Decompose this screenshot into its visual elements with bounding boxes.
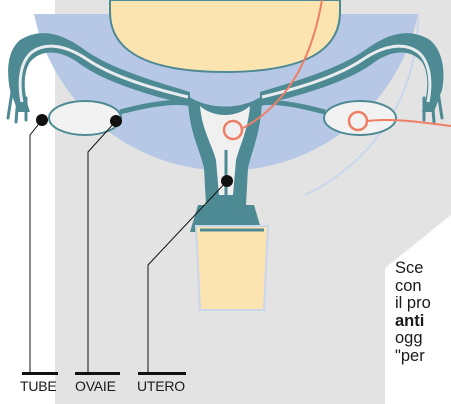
caption-line: il pro (395, 295, 431, 313)
ovary-left (49, 101, 121, 135)
caption-line: Sce (395, 260, 431, 278)
caption-line: anti (395, 313, 431, 331)
caption-line: ogg (395, 330, 431, 348)
label-uterus: UTERO (137, 378, 185, 394)
vagina (196, 226, 268, 310)
caption-line: "per (395, 348, 431, 366)
label-ovaries: OVAIE (75, 378, 116, 394)
label-tube: TUBE (20, 378, 57, 394)
caption-line: con (395, 278, 431, 296)
